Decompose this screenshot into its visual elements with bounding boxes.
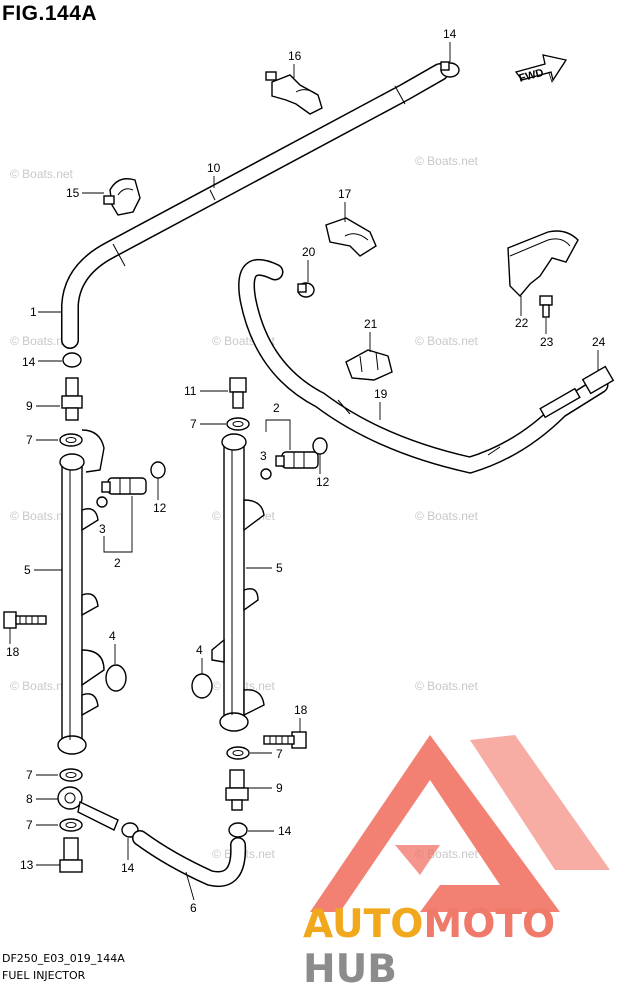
hose-clip-16	[265, 71, 323, 115]
bolt-18-left	[3, 611, 47, 629]
fwd-label: FWD	[518, 67, 545, 85]
fuel-injector-right	[275, 451, 319, 469]
upper-fuel-hose	[61, 63, 449, 349]
banjo-bolt-13	[59, 837, 83, 873]
washer-7	[59, 768, 83, 782]
callout-label: 19	[374, 387, 388, 401]
bolt-23	[539, 295, 553, 318]
grommet-4-right	[191, 673, 213, 699]
callout-label: 16	[288, 49, 302, 63]
washer-7	[59, 433, 83, 447]
figure-title: FIG.144A	[2, 2, 98, 25]
bolt-11	[229, 377, 247, 409]
hose-clamp-14	[228, 822, 248, 838]
banjo-fitting-8	[57, 786, 119, 831]
callout-label: 5	[24, 563, 31, 577]
callout-label: 24	[592, 335, 606, 349]
logo-word-moto: MOTO	[423, 902, 556, 947]
fuel-injector-left	[101, 477, 147, 495]
hose-clip-21	[345, 349, 393, 381]
fwd-direction-badge: FWD	[514, 54, 568, 85]
grommet-4-left	[105, 664, 127, 692]
washer-7	[226, 417, 250, 431]
hose-clamp-14-top	[440, 61, 460, 78]
washer-7	[226, 746, 250, 760]
union-9-top	[61, 377, 83, 421]
automotohub-logo: AUTOMOTO HUB	[303, 902, 624, 992]
callout-label: 3	[99, 522, 106, 536]
callout-label: 8	[26, 792, 33, 806]
callout-label: 9	[26, 399, 33, 413]
callout-label: 22	[515, 316, 529, 330]
union-9-bottom	[225, 769, 249, 811]
hose-clip-15	[103, 178, 141, 216]
callout-label: 7	[26, 433, 33, 447]
watermark-text: © Boats.net	[415, 154, 479, 168]
cap-12-right	[312, 437, 328, 455]
logo-word-hub: HUB	[303, 947, 398, 992]
callout-label: 12	[153, 501, 167, 515]
callout-label: 4	[109, 629, 116, 643]
figure-name: FUEL INJECTOR	[2, 969, 86, 982]
callout-label: 7	[190, 417, 197, 431]
callout-label: 2	[273, 401, 280, 415]
logo-triangle-graphic	[310, 735, 610, 912]
callout-label: 18	[294, 703, 308, 717]
watermark-text: © Boats.net	[10, 509, 74, 523]
watermark-text: © Boats.net	[415, 334, 479, 348]
callout-label: 18	[6, 645, 20, 659]
callout-label: 10	[207, 161, 221, 175]
watermark-text: © Boats.net	[10, 679, 74, 693]
figure-code: DF250_E03_019_144A	[2, 952, 125, 965]
watermark-text: © Boats.net	[10, 167, 74, 181]
o-ring-3-right	[260, 468, 272, 480]
hose-clip-17	[325, 217, 377, 257]
callout-label: 14	[22, 355, 36, 369]
callout-label: 9	[276, 781, 283, 795]
callout-label: 14	[443, 27, 457, 41]
return-fuel-hose	[238, 259, 609, 474]
lower-fuel-hose	[132, 830, 247, 887]
left-fuel-rail	[57, 429, 105, 755]
watermark-text: © Boats.net	[415, 679, 479, 693]
callout-label: 5	[276, 561, 283, 575]
callout-label: 21	[364, 317, 378, 331]
right-fuel-rail	[211, 433, 265, 732]
callout-label: 15	[66, 186, 80, 200]
watermark-text: © Boats.net	[415, 509, 479, 523]
bolt-18-right	[263, 731, 307, 749]
logo-word-auto: AUTO	[303, 902, 424, 947]
callout-label: 12	[316, 475, 330, 489]
fuel-pipe-24	[539, 365, 615, 419]
callout-label: 13	[20, 858, 34, 872]
callout-label: 23	[540, 335, 554, 349]
callout-label: 17	[338, 187, 352, 201]
callout-label: 14	[121, 861, 135, 875]
hose-clamp-20	[297, 282, 315, 298]
callout-label: 2	[114, 556, 121, 570]
callout-label: 6	[190, 901, 197, 915]
callout-label: 20	[302, 245, 316, 259]
callout-label: 1	[30, 305, 37, 319]
callout-label: 7	[276, 747, 283, 761]
washer-7	[59, 818, 83, 832]
watermark-text: © Boats.net	[10, 334, 74, 348]
callout-label: 4	[196, 643, 203, 657]
callout-label: 3	[260, 449, 267, 463]
callout-label: 11	[184, 384, 197, 398]
cap-12-left	[150, 461, 166, 479]
callout-labels: 14 16 10 15 17 20 22 23 24 21 19 1 14	[6, 27, 606, 915]
callout-label: 7	[26, 818, 33, 832]
callout-label: 7	[26, 768, 33, 782]
hose-clamp-14	[62, 352, 82, 368]
bracket-22	[507, 230, 579, 298]
callout-label: 14	[278, 824, 292, 838]
o-ring-3-left	[96, 496, 108, 508]
